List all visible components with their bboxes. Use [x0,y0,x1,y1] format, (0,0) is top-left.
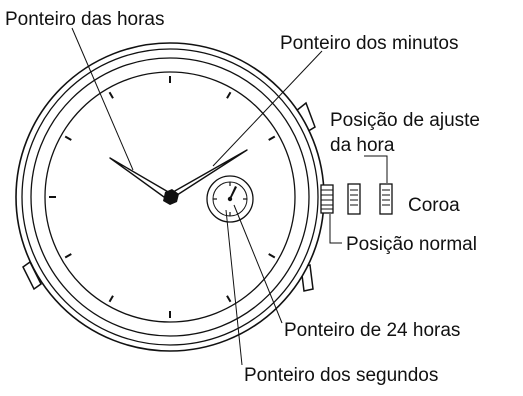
hand-24h-label: Ponteiro de 24 horas [284,320,460,341]
time-set-position-label-line1: Posição de ajuste [330,110,480,131]
hand-24h [229,186,237,199]
leader-lines [71,27,388,366]
crown-position-2 [379,183,393,215]
hour-markers [49,76,276,318]
center-hub [163,189,179,205]
subdial-ticks [213,182,247,216]
crown-label: Coroa [408,195,460,216]
watch-dial [44,71,296,323]
crown-position-1 [347,183,361,215]
normal-position-label: Posição normal [346,234,477,255]
hour-hand-label: Ponteiro das horas [5,9,165,30]
subdial-center [227,196,233,202]
watch-bezel [30,57,310,337]
watch-case-ring [21,48,319,346]
minute-hand-label: Ponteiro dos minutos [280,33,459,54]
lower-left-pusher [22,260,42,291]
time-set-position-label-line2: da hora [330,135,395,156]
crown [320,184,334,214]
second-hand-label: Ponteiro dos segundos [244,365,438,386]
